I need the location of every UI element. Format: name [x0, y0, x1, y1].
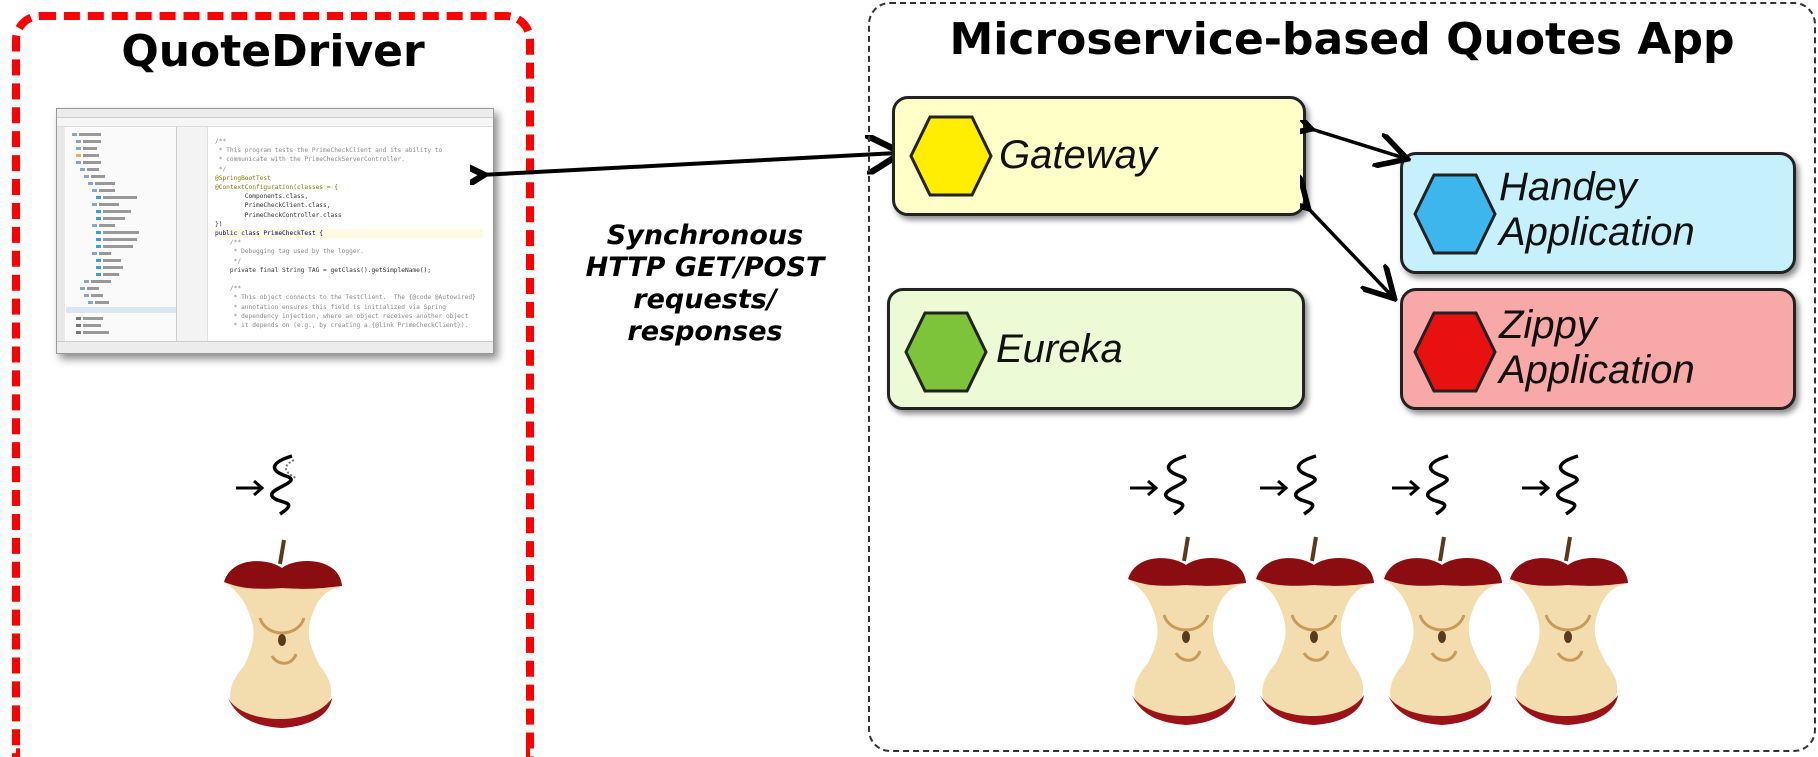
project-tree-lines: [66, 133, 176, 334]
gateway-hexagon-icon: [909, 115, 993, 197]
ide-code-line: */: [215, 257, 242, 265]
ide-code-line: @SpringBootTest: [215, 174, 271, 182]
protocol-label: Synchronous HTTP GET/POST requests/ resp…: [540, 220, 870, 347]
ide-code-line: * communicate with the PrimeCheckServerC…: [215, 156, 405, 164]
ide-gutter: [177, 127, 208, 341]
ide-code-line: * dependency injection, where an object …: [215, 312, 469, 320]
ide-code-editor: /** * This program tests the PrimeCheckC…: [215, 137, 483, 337]
ide-code-line: private final String TAG = getClass().ge…: [215, 266, 432, 274]
quote-driver-panel: [12, 12, 534, 757]
ide-code-line: * annotation ensures this field is initi…: [215, 303, 446, 311]
protocol-line-4: responses: [627, 315, 783, 347]
eureka-hexagon-icon: [904, 311, 988, 393]
gateway-zippy-arrow: [1306, 206, 1392, 296]
thread-icon: [1392, 454, 1449, 516]
thread-icon: [1522, 454, 1579, 516]
ide-code-line: * Debugging tag used by the logger.: [215, 248, 365, 256]
gateway-handey-arrow: [1308, 128, 1404, 158]
thread-icon: [1260, 454, 1317, 516]
apple-core-icon: [224, 539, 342, 728]
ide-code-line: /**: [215, 138, 227, 145]
protocol-line-2: HTTP GET/POST: [585, 251, 825, 283]
quotes-app-panel: [868, 2, 1816, 752]
ide-code-line: * it depends on (e.g., by creating a {@l…: [215, 322, 469, 330]
handey-service: Handey Application: [1400, 152, 1796, 274]
apple-cores-row: [1126, 535, 1630, 727]
apple-core-icon: [1126, 535, 1248, 727]
thread-icon: [236, 454, 297, 516]
zippy-service: Zippy Application: [1400, 288, 1796, 410]
ide-tool-strip: [57, 127, 65, 341]
quotes-app-title: Microservice-based Quotes App: [949, 14, 1735, 65]
ide-code-line: Components.class,: [215, 193, 309, 201]
zippy-hexagon-icon: [1413, 311, 1497, 393]
ide-code-line: /**: [215, 285, 242, 293]
protocol-line-1: Synchronous: [606, 220, 804, 251]
ide-code-line: * This object connects to the TestClient…: [215, 294, 476, 302]
ide-status-bar: [57, 341, 493, 353]
ide-code-line: [215, 275, 483, 284]
apple-core-icon: [1254, 535, 1376, 727]
ide-code-line: */: [215, 165, 227, 173]
ide-project-tree: [66, 127, 177, 341]
ide-screenshot: /** * This program tests the PrimeCheckC…: [56, 108, 494, 354]
zippy-label: Zippy Application: [1499, 303, 1695, 392]
ide-code-line: * This program tests the PrimeCheckClien…: [215, 147, 443, 155]
eureka-label: Eureka: [996, 327, 1123, 371]
protocol-line-3: requests/: [633, 283, 777, 315]
apple-core-icon: [1382, 535, 1504, 727]
handey-hexagon-icon: [1413, 173, 1497, 255]
gateway-label: Gateway: [999, 133, 1157, 177]
ide-menu-bar: [57, 109, 493, 118]
handey-label: Handey Application: [1499, 165, 1695, 254]
gateway-service: Gateway: [892, 96, 1306, 216]
thread-icon: [1130, 454, 1187, 516]
apple-core-icon: [1508, 535, 1630, 727]
service-arrows: [1300, 120, 1420, 310]
ide-code-line: PrimeCheckClient.class,: [215, 202, 331, 210]
ide-code-line: /**: [215, 239, 242, 247]
ide-code-line: PrimeCheckController.class: [215, 211, 342, 219]
quote-driver-title: QuoteDriver: [121, 26, 425, 77]
http-arrow: [470, 135, 910, 185]
eureka-service: Eureka: [887, 288, 1305, 410]
ide-code-line: }): [215, 220, 223, 228]
ide-toolbar: [57, 118, 493, 127]
ide-code-line: public class PrimeCheckTest {: [215, 229, 483, 239]
ide-code-line: @ContextConfiguration(classes = {: [215, 184, 338, 192]
